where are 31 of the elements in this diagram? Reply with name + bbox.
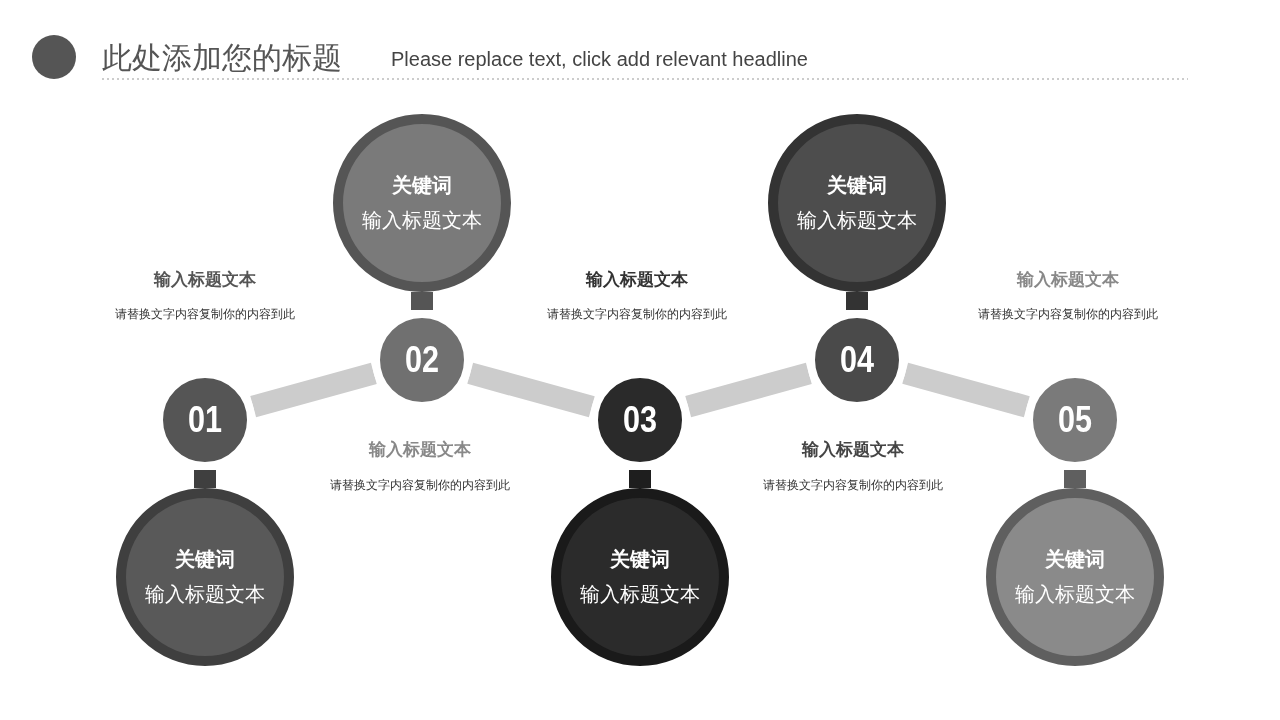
connector-bar xyxy=(467,362,595,418)
circle-text: 输入标题文本 xyxy=(1015,581,1135,608)
keyword: 关键词 xyxy=(175,546,235,573)
connector-bar xyxy=(685,362,812,418)
text-heading: 输入标题文本 xyxy=(586,268,688,291)
stem xyxy=(411,292,433,310)
keyword: 关键词 xyxy=(1045,546,1105,573)
text-heading: 输入标题文本 xyxy=(1017,268,1119,291)
stem xyxy=(846,292,868,310)
text-heading: 输入标题文本 xyxy=(369,438,471,461)
keyword: 关键词 xyxy=(610,546,670,573)
circle-text: 输入标题文本 xyxy=(797,207,917,234)
description: 请替换文字内容复制你的内容到此 xyxy=(115,306,295,323)
circle-text: 输入标题文本 xyxy=(580,581,700,608)
description: 请替换文字内容复制你的内容到此 xyxy=(978,306,1158,323)
text-heading: 输入标题文本 xyxy=(154,268,256,291)
keyword: 关键词 xyxy=(392,172,452,199)
title: 此处添加您的标题 xyxy=(102,39,342,77)
keyword: 关键词 xyxy=(827,172,887,199)
circle-text: 输入标题文本 xyxy=(362,207,482,234)
stem xyxy=(194,470,216,488)
circle-text: 输入标题文本 xyxy=(145,581,265,608)
description: 请替换文字内容复制你的内容到此 xyxy=(547,306,727,323)
subtitle: Please replace text, click add relevant headline xyxy=(391,48,808,71)
stem xyxy=(1064,470,1086,488)
description: 请替换文字内容复制你的内容到此 xyxy=(763,477,943,494)
connector-bar xyxy=(250,362,377,418)
connector-bar xyxy=(902,362,1030,418)
stem xyxy=(629,470,651,488)
description: 请替换文字内容复制你的内容到此 xyxy=(330,477,510,494)
text-heading: 输入标题文本 xyxy=(802,438,904,461)
